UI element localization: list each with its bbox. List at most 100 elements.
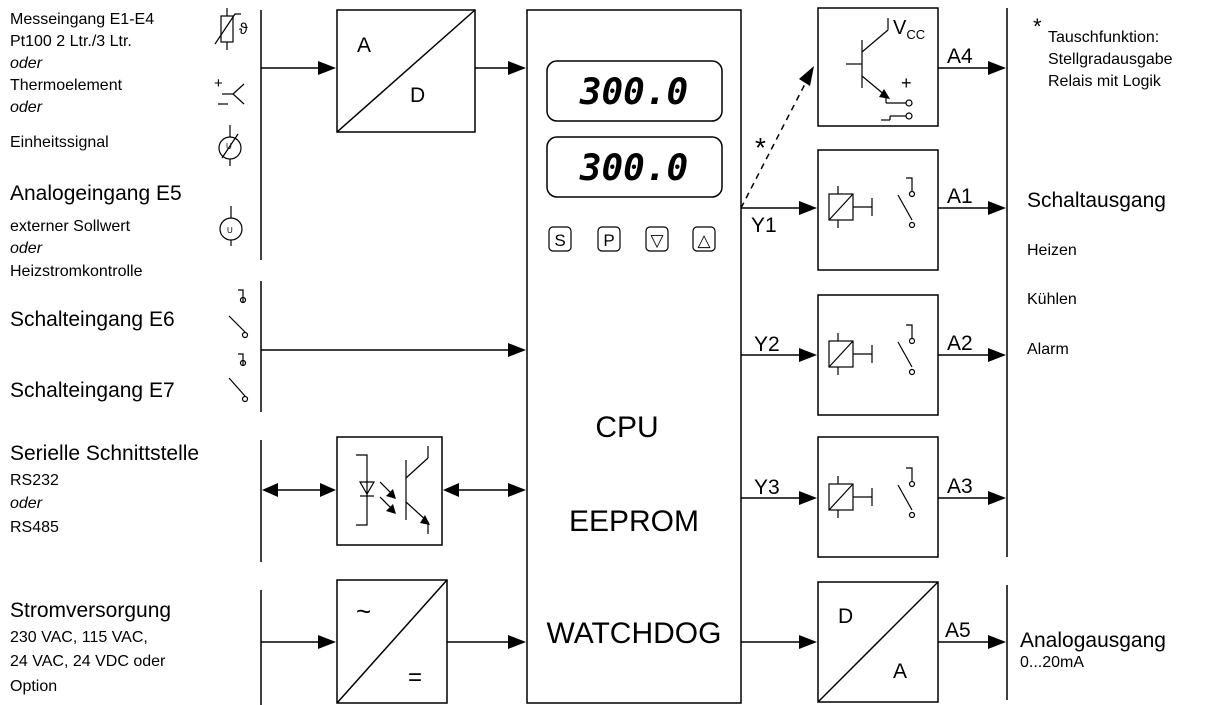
exchange-star: * (755, 132, 766, 163)
dac-block: D A (817, 581, 939, 703)
arrow-exchange (799, 66, 814, 86)
note-line-3: Relais mit Logik (1048, 73, 1162, 90)
meas-einheitssignal: Einheitssignal (10, 134, 109, 151)
arrow-a3 (988, 491, 1006, 505)
a2-label: A2 (947, 332, 973, 355)
display-2-value: 300.0 (579, 148, 688, 189)
serial-rs485: RS485 (10, 519, 59, 536)
vcc-label: VCC (893, 17, 925, 42)
arrow-to-dac (799, 635, 817, 649)
optocoupler-block (336, 436, 443, 546)
serial-title: Serielle Schnittstelle (10, 442, 199, 465)
cpu-label: CPU (595, 411, 658, 444)
meas-pt100: Pt100 2 Ltr./3 Ltr. (10, 33, 132, 50)
analog-input-group: Analogeingang E5 externer Sollwert oder … (10, 182, 243, 280)
analog-output-range: 0...20mA (1020, 654, 1084, 671)
voltage-source-u: U (227, 226, 233, 235)
button-s[interactable]: S (548, 226, 572, 252)
rtd-sensor-icon: ϑ (214, 8, 248, 50)
arrow-to-adc (318, 61, 336, 75)
power-line-3: Option (10, 678, 57, 695)
note-line-2: Stellgradausgabe (1048, 51, 1173, 68)
power-line-1: 230 VAC, 115 VAC, (10, 629, 148, 646)
dac-label-d: D (838, 605, 853, 628)
arrow-switch-to-cpu (508, 343, 526, 357)
power-line-2: 24 VAC, 24 VDC oder (10, 653, 166, 670)
thermocouple-icon: + (214, 75, 245, 105)
arrow-a1 (988, 201, 1006, 215)
switch-input-e7: Schalteingang E7 (10, 379, 175, 402)
arrow-serial-left (262, 483, 278, 497)
adc-label-d: D (410, 84, 425, 107)
arrow-to-psu (318, 635, 336, 649)
dac-label-a: A (893, 660, 907, 683)
meas-oder-1: oder (10, 55, 43, 72)
arrow-a4 (988, 61, 1006, 75)
note-line-1: Tauschfunktion: (1048, 29, 1159, 46)
psu-ac-symbol: ~ (356, 596, 371, 626)
vcc-v: V (893, 17, 907, 39)
adc-block: A D (336, 9, 476, 133)
analog-input-heizstrom: Heizstromkontrolle (10, 263, 143, 280)
eeprom-label: EEPROM (569, 505, 699, 538)
display-2 (546, 136, 723, 198)
arrow-adc-to-cpu (508, 61, 526, 75)
analog-input-oder: oder (10, 240, 43, 257)
switch-input-e6: Schalteingang E6 (10, 308, 175, 331)
serial-oder: oder (10, 495, 43, 512)
arrow-a2 (988, 348, 1006, 362)
serial-interface-group: Serielle Schnittstelle RS232 oder RS485 (10, 442, 199, 536)
power-title: Stromversorgung (10, 599, 171, 622)
transistor-plus: + (901, 73, 912, 93)
switch-e6-icon (228, 289, 249, 339)
exchange-dashed-line (740, 81, 807, 209)
watchdog-label: WATCHDOG (547, 617, 722, 650)
measurement-input-group: Messeingang E1-E4 Pt100 2 Ltr./3 Ltr. od… (10, 8, 248, 166)
button-p[interactable]: P (597, 226, 621, 252)
a5-label: A5 (945, 619, 971, 642)
button-up-label: △ (697, 231, 711, 250)
output-kuehlen: Kühlen (1027, 291, 1077, 308)
vcc-sub: CC (906, 27, 925, 42)
y1-label: Y1 (751, 214, 777, 237)
a3-label: A3 (947, 475, 973, 498)
arrow-to-cpu-serial (508, 483, 526, 497)
arrow-psu-to-cpu (508, 635, 526, 649)
psu-dc-symbol: = (408, 664, 422, 691)
arrow-y3 (799, 491, 817, 505)
note-star: * (1033, 14, 1042, 39)
arrow-y1 (799, 201, 817, 215)
y3-label: Y3 (754, 476, 780, 499)
y2-label: Y2 (754, 333, 780, 356)
analog-output-title: Analogausgang (1020, 629, 1166, 652)
button-p-label: P (603, 231, 614, 250)
relay-a3-block (817, 436, 939, 558)
transistor-output-block: + VCC (817, 7, 939, 127)
power-supply-group: Stromversorgung 230 VAC, 115 VAC, 24 VAC… (10, 599, 171, 695)
output-heizen: Heizen (1027, 242, 1077, 259)
arrow-y2 (799, 348, 817, 362)
arrow-a5 (988, 635, 1006, 649)
arrow-opto-out (443, 483, 459, 497)
button-up[interactable]: △ (692, 226, 716, 252)
standard-signal-icon: U (218, 125, 242, 166)
button-s-label: S (554, 231, 565, 250)
analog-input-sollwert: externer Sollwert (10, 218, 131, 235)
cpu-block: 300.0 300.0 S P ▽ △ CPU EEPROM WATCHDOG (526, 9, 742, 704)
analog-input-title: Analogeingang E5 (10, 182, 182, 205)
switching-input-group: Schalteingang E6 Schalteingang E7 (10, 289, 249, 403)
serial-rs232: RS232 (10, 472, 59, 489)
psu-block: ~ = (336, 579, 448, 704)
a1-label: A1 (947, 185, 973, 208)
switch-e7-icon (228, 353, 249, 403)
display-1-value: 300.0 (579, 72, 688, 113)
a4-label: A4 (947, 45, 973, 68)
meas-oder-2: oder (10, 99, 43, 116)
voltage-source-icon: U (219, 206, 243, 246)
arrow-opto-in (320, 483, 336, 497)
relay-a1-block (817, 149, 939, 271)
adc-label-a: A (357, 34, 371, 57)
button-down[interactable]: ▽ (645, 226, 669, 252)
theta-symbol: ϑ (239, 21, 248, 38)
